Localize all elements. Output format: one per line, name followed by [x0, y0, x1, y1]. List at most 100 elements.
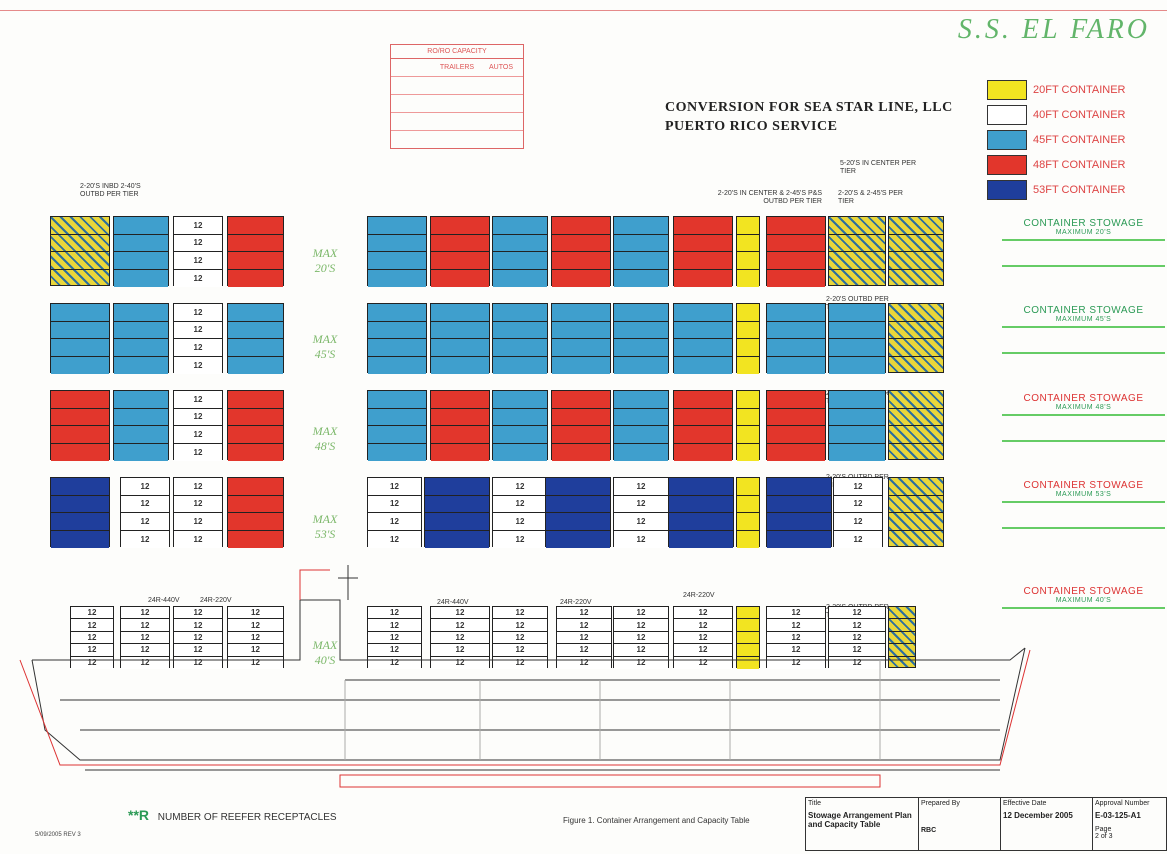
- reefer-legend: **R NUMBER OF REEFER RECEPTACLES: [128, 808, 337, 823]
- container-cell: [51, 513, 109, 531]
- container-cell: [737, 339, 759, 357]
- container-cell: [368, 426, 426, 444]
- container-cell: 12: [174, 619, 222, 632]
- container-cell: [889, 444, 943, 462]
- container-cell: 12: [829, 619, 885, 632]
- container-cell: 12: [829, 631, 885, 645]
- container-cell: [425, 495, 489, 513]
- container-stack: [673, 303, 733, 374]
- container-cell: 12: [71, 619, 113, 632]
- ship-profile-drawing: [19, 565, 1031, 788]
- container-cell: [546, 513, 610, 531]
- container-cell: 12: [228, 619, 283, 632]
- ship-red-outline: [19, 569, 1031, 766]
- container-cell: [51, 235, 109, 252]
- container-cell: [674, 252, 732, 270]
- container-cell: [114, 304, 168, 322]
- compartment-lines: [344, 660, 881, 760]
- container-cell: [674, 408, 732, 426]
- container-cell: 12: [767, 619, 825, 632]
- container-cell: [737, 631, 759, 645]
- stowage-panel-20: CONTAINER STOWAGE MAXIMUM 20'S: [1002, 218, 1165, 267]
- container-cell: 12: [493, 607, 547, 620]
- container-cell: [889, 478, 943, 496]
- approval-label: Approval Number: [1095, 800, 1150, 807]
- legend-swatch: [987, 105, 1027, 125]
- container-stack: [673, 390, 733, 461]
- container-cell: [737, 513, 759, 531]
- container-cell: [614, 304, 668, 322]
- container-cell: [51, 356, 109, 374]
- container-cell: [425, 513, 489, 531]
- container-cell: 12: [71, 631, 113, 645]
- container-stack: [736, 390, 760, 461]
- container-cell: [493, 426, 547, 444]
- container-cell: [737, 269, 759, 287]
- container-stack: [430, 390, 490, 461]
- container-stack: [430, 216, 490, 287]
- container-cell: 12: [674, 631, 732, 645]
- revision-line: 5/09/2005 REV 3: [35, 832, 81, 838]
- container-cell: [546, 478, 610, 496]
- container-cell: [829, 426, 885, 444]
- container-cell: 12: [674, 607, 732, 620]
- container-cell: [889, 339, 943, 357]
- container-cell: [431, 304, 489, 322]
- container-cell: [228, 391, 283, 409]
- container-cell: [674, 269, 732, 287]
- container-cell: [51, 339, 109, 357]
- stowage-subtitle: MAXIMUM 53'S: [1055, 491, 1112, 498]
- container-cell: [114, 443, 168, 461]
- container-cell: [228, 426, 283, 444]
- stowage-subtitle: MAXIMUM 20'S: [1055, 229, 1112, 236]
- container-cell: [493, 391, 547, 409]
- note-20-center-5: 5-20'S IN CENTER PER TIER: [840, 160, 917, 175]
- capacity-row: [391, 95, 523, 113]
- container-cell: [674, 356, 732, 374]
- container-cell: [546, 495, 610, 513]
- container-cell: 12: [834, 513, 882, 531]
- container-cell: [767, 513, 831, 531]
- container-stack: [673, 216, 733, 287]
- container-cell: [368, 252, 426, 270]
- container-cell: [889, 409, 943, 426]
- container-cell: [889, 619, 915, 632]
- date-value: 12 December 2005: [1003, 811, 1073, 820]
- container-cell: 12: [174, 391, 222, 409]
- row-label-max-40: MAX 40'S: [312, 638, 338, 667]
- container-stack: [888, 477, 944, 547]
- legend-swatch: [987, 130, 1027, 150]
- container-cell: 12: [614, 478, 668, 496]
- container-cell: 12: [557, 631, 611, 645]
- container-cell: [368, 321, 426, 339]
- container-cell: [889, 426, 943, 444]
- container-cell: [767, 217, 825, 235]
- container-cell: [228, 304, 283, 322]
- container-cell: [493, 304, 547, 322]
- stowage-box: [1002, 326, 1165, 354]
- container-stack: [551, 216, 611, 287]
- stowage-panel-40: CONTAINER STOWAGE MAXIMUM 40'S: [1002, 586, 1165, 631]
- container-cell: 12: [614, 513, 668, 531]
- container-cell: 12: [767, 631, 825, 645]
- container-cell: 12: [767, 607, 825, 620]
- container-cell: [767, 304, 825, 322]
- container-cell: [767, 252, 825, 270]
- page-value: 2 of 3: [1095, 833, 1113, 840]
- container-cell: [228, 217, 283, 235]
- container-cell: [889, 235, 943, 252]
- ship-hull: [31, 599, 1026, 761]
- container-stack: [888, 216, 944, 286]
- container-cell: 12: [174, 269, 222, 287]
- container-cell: [552, 234, 610, 252]
- container-cell: [552, 304, 610, 322]
- container-cell: [669, 513, 733, 531]
- container-cell: [889, 304, 943, 322]
- container-stack: [424, 477, 490, 548]
- power-label: 24R-440V: [437, 599, 469, 606]
- container-cell: 12: [368, 644, 421, 657]
- container-cell: [493, 321, 547, 339]
